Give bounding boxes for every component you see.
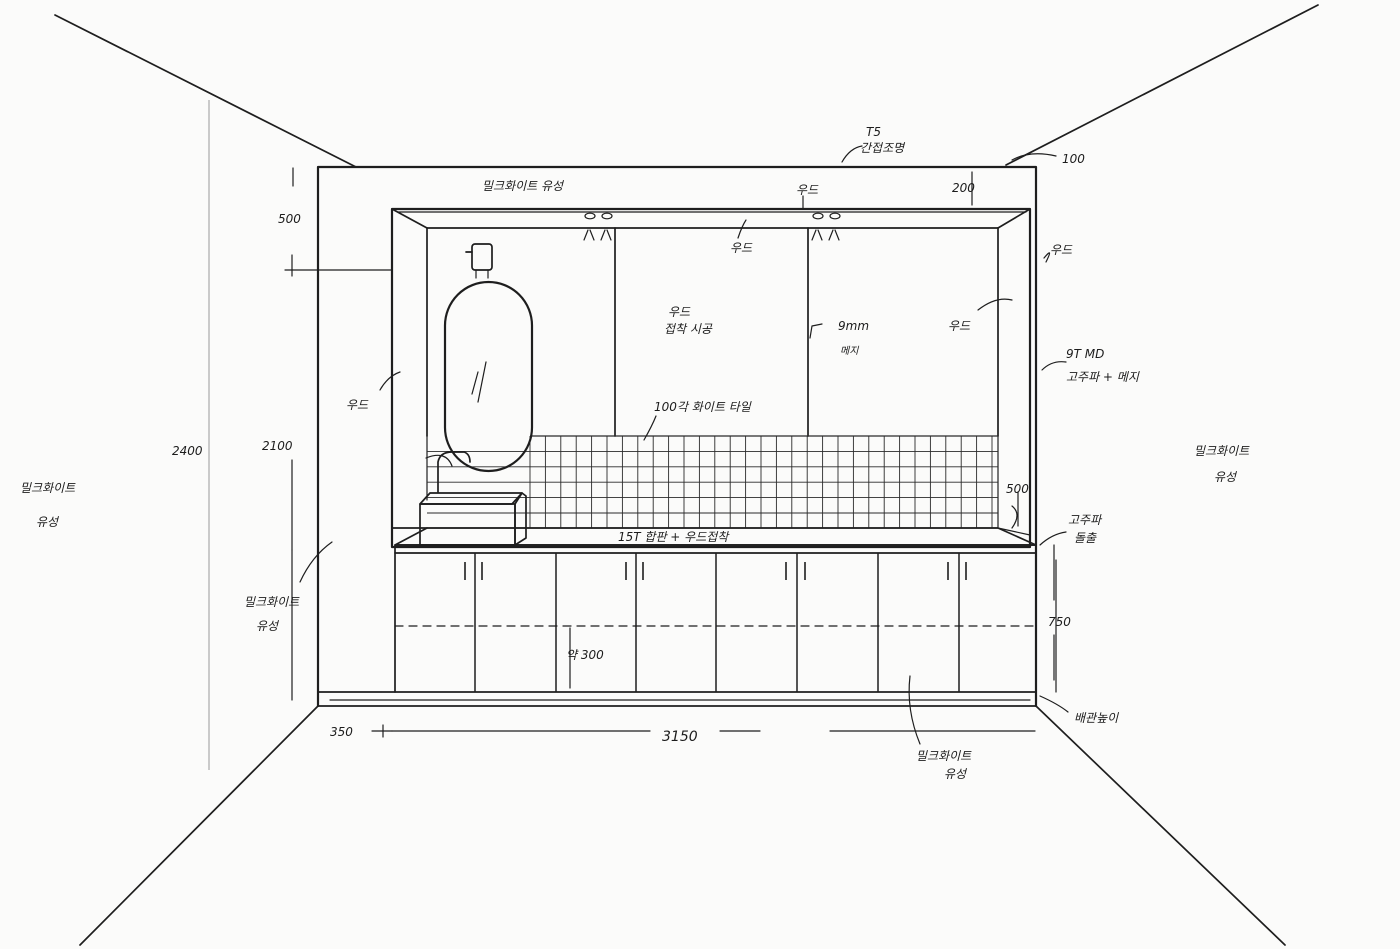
dim-100: 100 xyxy=(1062,152,1085,166)
annotations: T5 간접조명 100 밀크화이트 유성 우드 200 500 우드 우드 우드… xyxy=(20,125,1250,781)
tile-backsplash xyxy=(427,435,998,528)
drawer-label: 약 300 xyxy=(566,648,604,662)
counter-label: 15T 합판 + 우드접착 xyxy=(618,530,730,544)
faucet-icon xyxy=(425,451,471,493)
skirting-label: 배관높이 xyxy=(1074,711,1119,725)
dimension-lines xyxy=(284,167,1055,738)
dim-200: 200 xyxy=(952,181,975,195)
dim-350: 350 xyxy=(330,725,353,739)
left-wall-label-a: 밀크화이트 xyxy=(20,481,76,495)
wood-top-label: 우드 xyxy=(796,183,819,197)
dim-500-top: 500 xyxy=(278,212,301,226)
wood-adhesive-label: 접착 시공 xyxy=(664,322,713,336)
pillar-label-a: 밀크화이트 xyxy=(244,595,300,609)
rebar-label-a: 고주파 xyxy=(1068,513,1103,527)
mirror-icon xyxy=(443,280,534,473)
tile-label: 100각 화이트 타일 xyxy=(654,400,752,414)
dim-500-right: 500 xyxy=(1006,482,1029,496)
left-wall-label-b: 유성 xyxy=(36,515,60,529)
dim-3150: 3150 xyxy=(662,729,698,745)
mdf-sub-label: 고주파 + 메지 xyxy=(1066,370,1140,384)
mm9-label: 9mm xyxy=(838,319,869,333)
vanity-cabinets xyxy=(394,552,1057,693)
cabinet-label-a: 밀크화이트 xyxy=(916,749,972,763)
pillar-label-b: 유성 xyxy=(256,619,280,633)
niche-opening xyxy=(390,207,1032,549)
wood-left-label: 우드 xyxy=(346,398,369,412)
leader-lines xyxy=(299,145,1069,745)
wall-top-label: 밀크화이트 유성 xyxy=(482,179,565,193)
sink-icon xyxy=(419,492,527,546)
wood-center-label: 우드 xyxy=(668,305,691,319)
wood-right-inner-label: 우드 xyxy=(948,319,971,333)
ceiling-light-label: T5 xyxy=(866,125,881,139)
back-wall-frame xyxy=(316,165,1038,708)
rebar-label-b: 돌출 xyxy=(1074,531,1097,545)
dim-750: 750 xyxy=(1048,615,1071,629)
mdf-label: 9T MD xyxy=(1066,347,1104,361)
dim-2400: 2400 xyxy=(172,444,203,458)
right-wall-label-b: 유성 xyxy=(1214,470,1238,484)
wood-inner-label: 우드 xyxy=(730,241,753,255)
downlight-icon xyxy=(583,212,613,241)
right-wall-label-a: 밀크화이트 xyxy=(1194,444,1250,458)
cabinet-label-b: 유성 xyxy=(944,767,968,781)
mm9-sub-label: 메지 xyxy=(840,345,859,357)
downlight-icon xyxy=(811,212,841,241)
wall-sconce-icon xyxy=(465,243,493,279)
wood-panel-seams xyxy=(614,227,809,437)
wood-right-outer-label: 우드 xyxy=(1050,243,1073,257)
room-perspective-lines xyxy=(54,4,1319,946)
ceiling-light-desc: 간접조명 xyxy=(860,141,906,155)
dim-2100: 2100 xyxy=(262,439,293,453)
